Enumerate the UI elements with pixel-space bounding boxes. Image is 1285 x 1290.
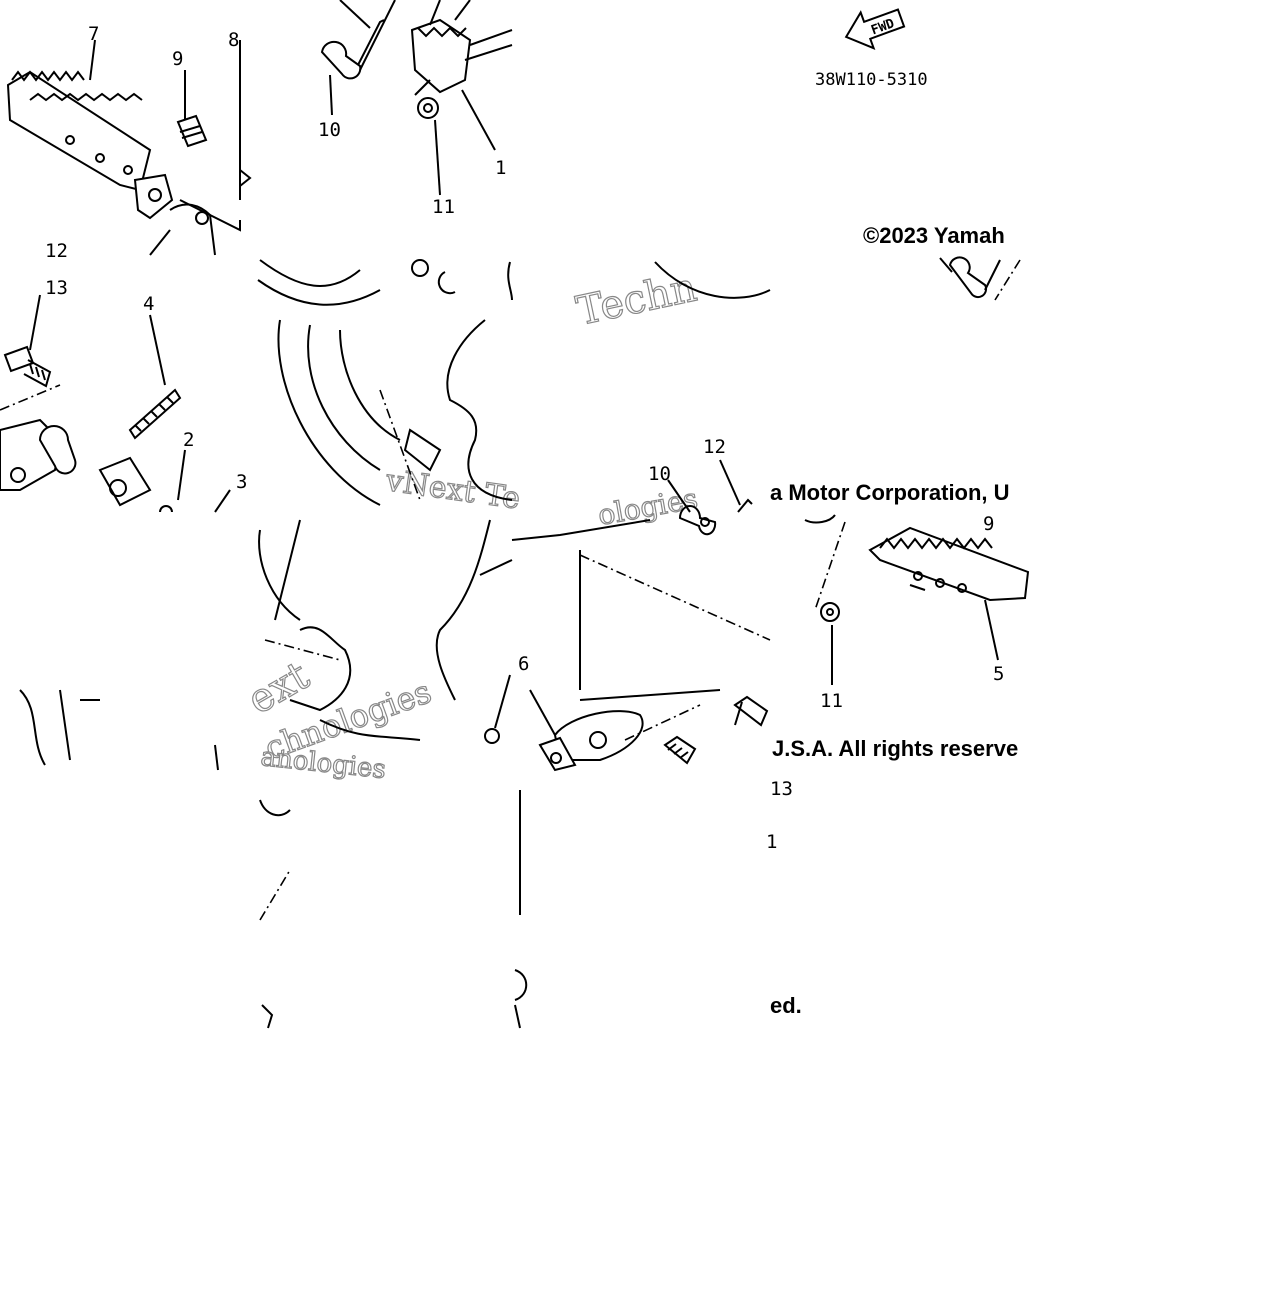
callout-3: 3 — [236, 471, 247, 493]
pin — [948, 256, 988, 299]
fwd-arrow-icon: FWD — [844, 8, 906, 50]
callout-9: 9 — [172, 48, 183, 70]
washer-11 — [417, 97, 439, 119]
frame-outline — [19, 259, 771, 1029]
callout-11: 11 — [820, 690, 843, 712]
washer-11 — [820, 602, 840, 622]
pin-assembly-top — [320, 0, 513, 196]
footpeg-right — [868, 526, 1030, 602]
washer — [411, 259, 429, 277]
callout-7: 7 — [88, 23, 99, 45]
callout-1: 1 — [495, 157, 506, 179]
diagram-part-code: 38W110-5310 — [815, 70, 928, 90]
watermark-text: anologies — [259, 742, 387, 785]
footpeg-right-assembly — [484, 256, 1030, 772]
callout-8: 8 — [228, 29, 239, 51]
clevis-bracket — [98, 456, 152, 507]
bolt — [403, 428, 442, 472]
footpeg-bracket-right — [553, 710, 644, 761]
callout-10: 10 — [648, 463, 671, 485]
callout-9: 9 — [983, 513, 994, 535]
callout-5: 5 — [993, 663, 1004, 685]
copyright-text: J.S.A. All rights reserve — [772, 736, 1018, 761]
pivot-pin — [38, 425, 77, 475]
callout-10: 10 — [318, 119, 341, 141]
pin-10 — [320, 40, 362, 80]
callout-12: 12 — [703, 436, 726, 458]
pivot-assembly — [0, 294, 231, 513]
callout-labels: 7 8 9 10 11 1 12 13 4 2 3 12 10 9 6 11 5… — [45, 23, 1004, 853]
callout-2: 2 — [183, 429, 194, 451]
watermark-text: Techn — [573, 265, 701, 335]
copyright-text: ed. — [770, 993, 802, 1018]
footpeg-left — [6, 70, 152, 192]
callout-13: 13 — [770, 778, 793, 800]
footpeg-rubber — [410, 18, 472, 94]
pin-10 — [678, 505, 717, 536]
footpeg-left-assembly — [6, 39, 252, 256]
bolt-13 — [733, 695, 769, 727]
footpeg-bracket — [133, 173, 174, 220]
callout-11: 11 — [432, 196, 455, 218]
bolt-13-head — [3, 345, 35, 373]
callout-6: 6 — [518, 653, 529, 675]
callout-12: 12 — [45, 240, 68, 262]
copyright-text: a Motor Corporation, U — [770, 480, 1010, 505]
watermark-text: ext — [240, 653, 317, 724]
callout-4: 4 — [143, 293, 154, 315]
callout-1: 1 — [766, 831, 777, 853]
watermark-text: vNext Te — [383, 463, 522, 517]
washer — [484, 728, 500, 744]
copyright-text: ©2023 Yamah — [863, 223, 1005, 248]
callout-13: 13 — [45, 277, 68, 299]
